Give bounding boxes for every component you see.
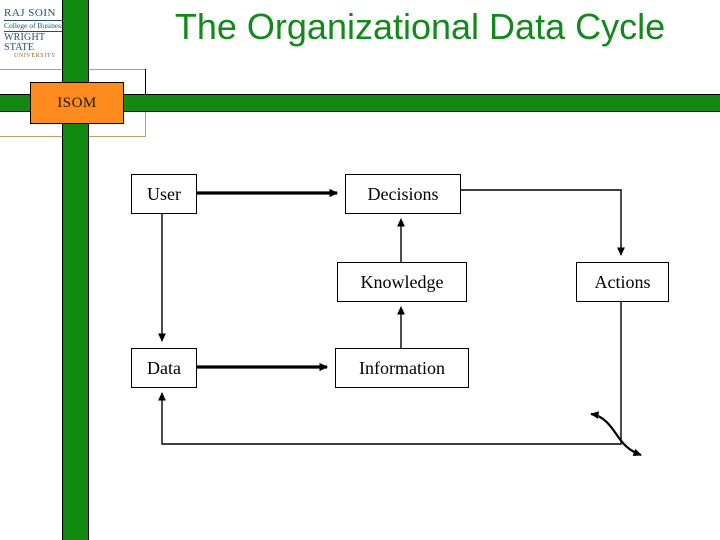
logo-divider	[4, 20, 62, 21]
node-knowledge[interactable]: Knowledge	[337, 262, 467, 302]
logo-line-raj-soin: RAJ SOIN	[4, 7, 56, 19]
logo-divider-2	[4, 30, 62, 32]
frame-line-right-upper	[145, 69, 146, 95]
logo-line-wright-state: WRIGHT STATE	[4, 31, 46, 53]
logo-line-college: College of Business	[4, 21, 64, 30]
node-data[interactable]: Data	[131, 348, 197, 388]
node-decisions-label: Decisions	[367, 183, 439, 204]
logo-line-university: UNIVERSITY	[14, 52, 56, 59]
node-user[interactable]: User	[131, 174, 197, 214]
node-knowledge-label: Knowledge	[360, 271, 444, 292]
node-information-label: Information	[359, 357, 445, 378]
horizontal-green-bar	[0, 94, 720, 112]
edge-decisions-to-actions	[459, 189, 625, 256]
frame-line-right-lower	[145, 109, 146, 137]
node-user-label: User	[147, 183, 181, 204]
isom-badge: ISOM	[30, 82, 124, 124]
edge-actions-to-data	[158, 300, 622, 445]
node-data-label: Data	[147, 357, 181, 378]
isom-badge-label: ISOM	[57, 94, 97, 111]
wright-state-logo: RAJ SOIN College of Business WRIGHT STAT…	[4, 8, 66, 60]
node-actions[interactable]: Actions	[576, 262, 669, 302]
node-actions-label: Actions	[594, 271, 651, 292]
page-title: The Organizational Data Cycle	[174, 6, 666, 47]
node-information[interactable]: Information	[335, 348, 469, 388]
node-decisions[interactable]: Decisions	[345, 174, 461, 214]
s-curve-double-arrow-icon	[590, 411, 642, 457]
